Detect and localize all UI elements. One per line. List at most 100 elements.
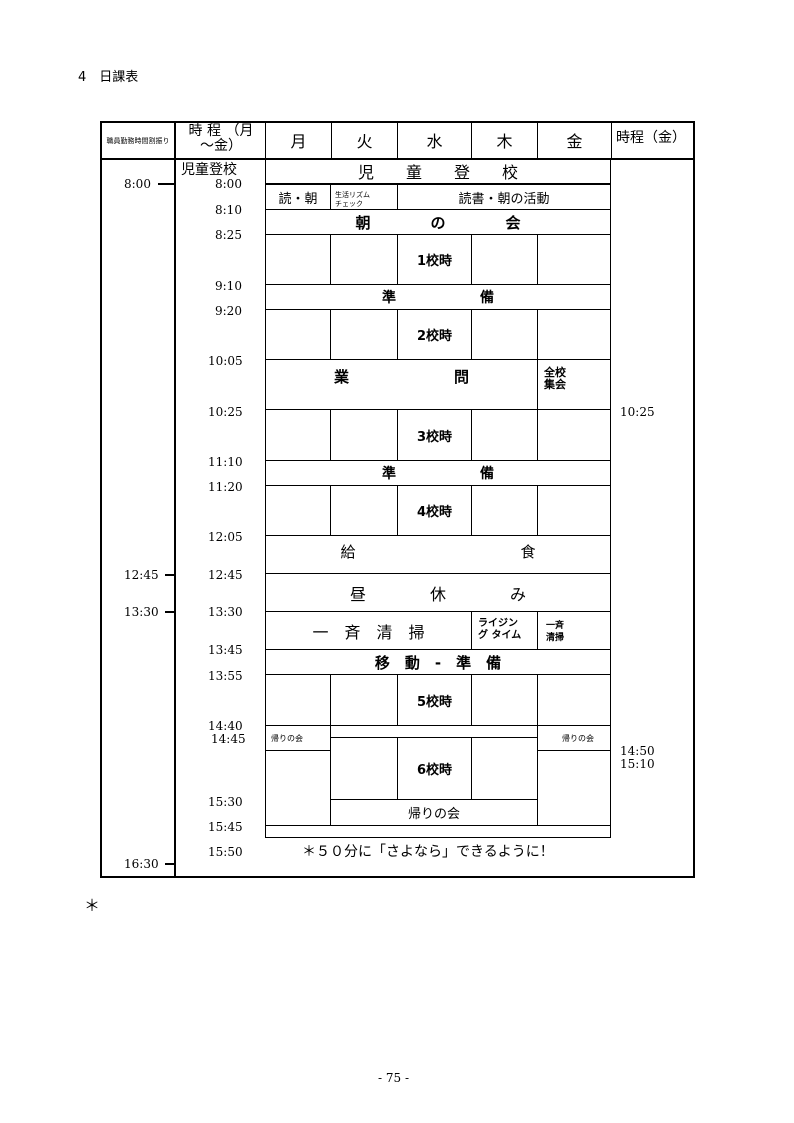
cell-home-meeting-mon: 帰りの会 bbox=[265, 725, 331, 751]
header-day-tue: 火 bbox=[356, 132, 373, 151]
time-label: 8:25 bbox=[215, 228, 242, 242]
cell-home-meeting-fri: 帰りの会 bbox=[537, 725, 611, 751]
cell-period5-fri bbox=[537, 674, 611, 726]
page-number: - 75 - bbox=[378, 1071, 410, 1085]
header-schedule-fri: 時程（金） bbox=[616, 130, 686, 146]
section-title: 4 日課表 bbox=[78, 70, 139, 85]
time-tick bbox=[158, 183, 174, 185]
cell-period4-mon bbox=[265, 485, 331, 536]
header-day-thu: 木 bbox=[496, 132, 513, 151]
time-label: 13:45 bbox=[208, 643, 243, 657]
cell-period5-thu bbox=[471, 674, 538, 726]
cell-reading-activity: 読書・朝の活動 bbox=[397, 184, 611, 210]
cell-period5-wed: 5校時 bbox=[397, 674, 472, 726]
header-day-fri: 金 bbox=[566, 132, 583, 151]
cell-period5-mon bbox=[265, 674, 331, 726]
cell-assembly-fri: 全校 集会 bbox=[537, 359, 611, 410]
break-text: 業 問 bbox=[333, 368, 469, 386]
time-label: 10:05 bbox=[208, 354, 243, 368]
row-arrival: 児 童 登 校 bbox=[265, 158, 611, 184]
cell-period3-thu bbox=[471, 409, 538, 461]
time-tick bbox=[165, 863, 174, 865]
time-label: 10:25 bbox=[208, 405, 243, 419]
time-label: 13:30 bbox=[208, 605, 243, 619]
col-divider bbox=[174, 121, 176, 878]
staff-time-1245: 12:45 bbox=[124, 568, 159, 582]
col-divider bbox=[331, 121, 332, 158]
cell-period6-thu bbox=[471, 737, 538, 800]
cell-period4-thu bbox=[471, 485, 538, 536]
staff-time-1330: 13:30 bbox=[124, 605, 159, 619]
fri-time-label: 14:50 bbox=[620, 744, 655, 758]
row-recess: 昼 休 み bbox=[265, 573, 611, 612]
time-label: 9:20 bbox=[215, 304, 242, 318]
row-dismissal bbox=[265, 825, 611, 838]
header-staff-hours: 職員勤務時間割振り bbox=[106, 136, 170, 145]
cell-period4-fri bbox=[537, 485, 611, 536]
cell-rising-time: ライジング タイム bbox=[471, 611, 538, 650]
time-tick bbox=[165, 574, 174, 576]
time-label: 8:10 bbox=[215, 203, 242, 217]
goodbye-note: ＊５０分に「さよなら」できるように！ bbox=[302, 844, 554, 860]
lifestyle-check-text: 生活リズム チェック bbox=[335, 191, 370, 208]
cell-period6-wed: 6校時 bbox=[397, 737, 472, 800]
cell-lifestyle-check: 生活リズム チェック bbox=[330, 184, 398, 210]
time-label: 14:40 bbox=[208, 719, 243, 733]
col-divider bbox=[611, 121, 612, 158]
cell-after-mon bbox=[265, 750, 331, 826]
time-label: 13:55 bbox=[208, 669, 243, 683]
cell-period2-mon bbox=[265, 309, 331, 360]
cell-reading-mon: 読・朝 bbox=[265, 184, 331, 210]
fri-time-label: 10:25 bbox=[620, 405, 655, 419]
row-prep-2: 準 備 bbox=[265, 460, 611, 486]
header-schedule-mon-fri: 時 程 （月 ～金） bbox=[188, 123, 254, 154]
home-meeting-mon-text: 帰りの会 bbox=[271, 734, 303, 743]
header-day-wed: 水 bbox=[426, 132, 443, 151]
cell-period3-wed: 3校時 bbox=[397, 409, 472, 461]
header-day-mon: 月 bbox=[290, 132, 307, 151]
cleaning-fri-text: 一斉 清掃 bbox=[546, 621, 565, 643]
cell-period3-tue bbox=[330, 409, 398, 461]
cell-period2-tue bbox=[330, 309, 398, 360]
col-divider bbox=[397, 121, 398, 158]
cell-period1-mon bbox=[265, 234, 331, 285]
header-divider bbox=[100, 158, 695, 160]
cell-period6-tue bbox=[330, 737, 398, 800]
cell-period4-tue bbox=[330, 485, 398, 536]
home-meeting-fri-text: 帰りの会 bbox=[562, 734, 594, 743]
row-lunch: 給 食 bbox=[265, 535, 611, 574]
cell-cleaning: 一 斉 清 掃 bbox=[265, 611, 472, 650]
staff-time-1630: 16:30 bbox=[124, 857, 159, 871]
row-prep-1: 準 備 bbox=[265, 284, 611, 310]
cell-cleaning-fri: 一斉 清掃 bbox=[537, 611, 611, 650]
row-break: 業 問 bbox=[265, 359, 538, 410]
fri-time-label: 15:10 bbox=[620, 757, 655, 771]
time-label: 14:45 bbox=[211, 732, 246, 746]
cell-period1-fri bbox=[537, 234, 611, 285]
footnote-mark: ＊ bbox=[84, 896, 101, 915]
cell-period2-wed: 2校時 bbox=[397, 309, 472, 360]
col-divider bbox=[537, 121, 538, 158]
cell-period1-tue bbox=[330, 234, 398, 285]
cell-period3-mon bbox=[265, 409, 331, 461]
time-label: 15:30 bbox=[208, 795, 243, 809]
rising-time-text: ライジング タイム bbox=[478, 618, 522, 641]
cell-after-fri bbox=[537, 750, 611, 826]
cell-period3-fri bbox=[537, 409, 611, 461]
time-label: 15:45 bbox=[208, 820, 243, 834]
row-home-meeting: 帰りの会 bbox=[330, 799, 538, 826]
time-label: 11:20 bbox=[208, 480, 243, 494]
cell-period2-thu bbox=[471, 309, 538, 360]
cell-period1-wed: 1校時 bbox=[397, 234, 472, 285]
cell-period4-wed: 4校時 bbox=[397, 485, 472, 536]
row-morning-meeting: 朝 の 会 bbox=[265, 209, 611, 235]
row-move-prep: 移 動 - 準 備 bbox=[265, 649, 611, 675]
cell-period5-tue bbox=[330, 674, 398, 726]
cell-period2-fri bbox=[537, 309, 611, 360]
assembly-text: 全校 集会 bbox=[544, 366, 566, 391]
col-divider bbox=[265, 121, 266, 158]
time-label: 12:45 bbox=[208, 568, 243, 582]
cell-period1-thu bbox=[471, 234, 538, 285]
time-label: 8:00 bbox=[215, 177, 242, 191]
time-tick bbox=[165, 611, 174, 613]
